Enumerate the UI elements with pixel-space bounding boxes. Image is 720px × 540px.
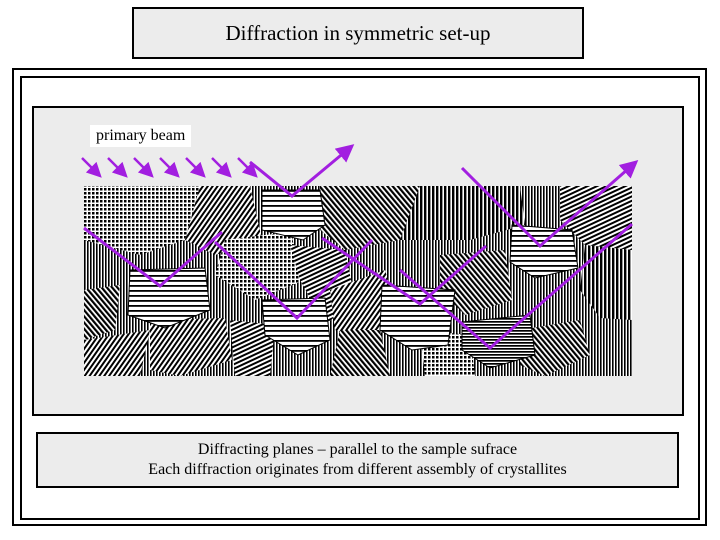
slide-title: Diffraction in symmetric set-up bbox=[132, 7, 584, 59]
primary-beam-arrow bbox=[211, 157, 232, 178]
beam-path bbox=[321, 236, 487, 306]
caption-line-1: Diffracting planes – parallel to the sam… bbox=[197, 441, 518, 458]
diffracting-crystallite bbox=[261, 189, 326, 241]
primary-beam-arrows bbox=[81, 157, 258, 178]
primary-beam-arrow bbox=[107, 157, 128, 178]
caption-line-2: Each diffraction originates from differe… bbox=[148, 461, 567, 478]
primary-beam-arrow bbox=[159, 157, 180, 178]
beam-path bbox=[399, 222, 633, 350]
beam-path bbox=[213, 238, 374, 321]
diffracting-crystallite bbox=[509, 224, 579, 279]
primary-beam-arrow bbox=[81, 157, 102, 178]
primary-beam-arrow bbox=[237, 157, 258, 178]
caption-box: Diffracting planes – parallel to the sam… bbox=[36, 432, 679, 488]
diffracted-beams bbox=[83, 144, 639, 350]
primary-beam-label: primary beam bbox=[90, 125, 192, 147]
beam-path bbox=[249, 144, 355, 198]
primary-beam-arrow bbox=[133, 157, 154, 178]
primary-beam-arrow bbox=[185, 157, 206, 178]
beam-path bbox=[83, 226, 223, 288]
beam-path bbox=[460, 160, 639, 249]
diffracting-crystallite bbox=[127, 267, 211, 329]
